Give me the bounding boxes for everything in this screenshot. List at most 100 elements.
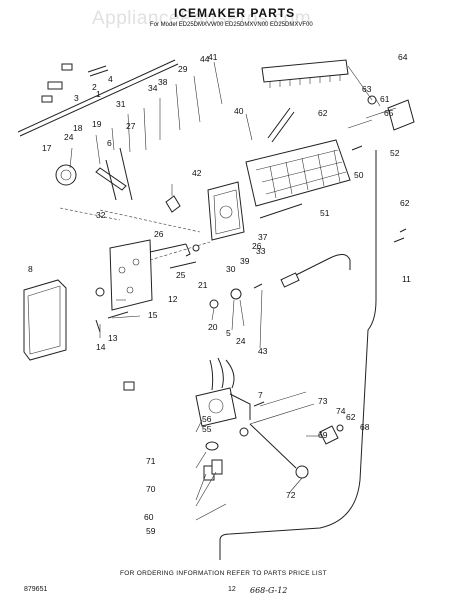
compression-nut-part <box>319 424 344 445</box>
screw-part <box>351 145 363 151</box>
callout-33: 33 <box>256 246 266 256</box>
heater-tube-part <box>289 254 351 279</box>
screw-part <box>253 401 265 407</box>
callout-32: 32 <box>96 210 106 220</box>
callout-62: 62 <box>318 108 328 118</box>
linkage-parts <box>149 243 200 269</box>
wire-harness-line <box>17 59 176 133</box>
water-tube-part <box>219 150 377 560</box>
assembly-guide-line <box>99 209 201 233</box>
callout-62: 62 <box>346 412 356 422</box>
handwritten-note: 668-G-12 <box>250 586 288 595</box>
callout-60: 60 <box>144 512 154 522</box>
callout-40: 40 <box>234 106 244 116</box>
callout-11: 11 <box>402 274 411 284</box>
page-number: 12 <box>228 586 236 593</box>
water-valve-part <box>195 357 251 427</box>
callout-72: 72 <box>286 490 296 500</box>
callout-38: 38 <box>158 77 168 87</box>
right-bracket-part <box>365 95 415 131</box>
connector-part <box>61 63 73 71</box>
callout-50: 50 <box>354 170 364 180</box>
ordering-note: FOR ORDERING INFORMATION REFER TO PARTS … <box>120 570 327 577</box>
callout-42: 42 <box>192 168 202 178</box>
callout-26: 26 <box>154 229 164 239</box>
callout-29: 29 <box>178 64 188 74</box>
callout-73: 73 <box>318 396 328 406</box>
callout-21: 21 <box>198 280 208 290</box>
callout-71: 71 <box>146 456 156 466</box>
callout-5: 5 <box>226 328 231 338</box>
ejector-part <box>267 107 291 139</box>
callout-31: 31 <box>116 99 126 109</box>
callout-7: 7 <box>258 390 263 400</box>
callout-59: 59 <box>146 526 156 536</box>
callout-64: 64 <box>398 52 408 62</box>
callout-8: 8 <box>28 264 33 274</box>
ice-mold-part <box>245 139 351 207</box>
front-cover-part <box>23 279 67 361</box>
shaft-parts <box>95 147 133 201</box>
screw-part <box>87 65 109 77</box>
strainer-parts <box>203 441 223 481</box>
connector-part <box>47 81 63 90</box>
callout-69: 69 <box>318 430 328 440</box>
callout-3: 3 <box>74 93 79 103</box>
callout-24: 24 <box>64 132 74 142</box>
watermark: AppliancePartsPros.com <box>92 8 312 29</box>
callout-34: 34 <box>148 83 158 93</box>
hardware-group <box>17 59 179 137</box>
callout-18: 18 <box>73 123 83 133</box>
callout-13: 13 <box>108 333 118 343</box>
callout-25: 25 <box>176 270 186 280</box>
callout-41: 41 <box>208 52 218 62</box>
leader-lines <box>69 61 381 521</box>
callout-61: 61 <box>380 94 390 104</box>
callout-52: 52 <box>390 148 400 158</box>
callout-70: 70 <box>146 484 156 494</box>
callout-55: 55 <box>202 424 212 434</box>
callout-56: 56 <box>202 414 212 424</box>
mounting-plate <box>109 239 153 311</box>
callout-24: 24 <box>236 336 246 346</box>
small-lower-parts <box>209 283 263 309</box>
tube-fitting-part <box>249 423 309 479</box>
fill-cup-part <box>55 164 77 186</box>
callout-4: 4 <box>108 74 113 84</box>
callout-44: 44 <box>200 54 210 64</box>
callout-65: 65 <box>384 108 394 118</box>
callout-17: 17 <box>42 143 52 153</box>
callout-30: 30 <box>226 264 236 274</box>
callout-43: 43 <box>258 346 268 356</box>
callout-51: 51 <box>320 208 330 218</box>
callout-26: 26 <box>252 241 262 251</box>
callout-12: 12 <box>168 294 178 304</box>
callout-15: 15 <box>148 310 158 320</box>
callout-1: 1 <box>96 89 101 99</box>
ejector-comb-part <box>261 59 349 88</box>
callout-20: 20 <box>208 322 218 332</box>
diagram-title: ICEMAKER PARTS <box>174 6 296 20</box>
callout-27: 27 <box>126 121 136 131</box>
callout-6: 6 <box>107 138 112 148</box>
callout-74: 74 <box>336 406 346 416</box>
connector-part <box>41 95 53 103</box>
callout-19: 19 <box>92 119 102 129</box>
callout-2: 2 <box>92 82 97 92</box>
harness-clip <box>165 184 181 213</box>
callout-68: 68 <box>360 422 370 432</box>
callout-14: 14 <box>96 342 106 352</box>
callout-39: 39 <box>240 256 250 266</box>
diagram-code: 879651 <box>24 586 48 593</box>
plate-screws <box>95 287 129 333</box>
motor-housing-part <box>207 181 245 241</box>
model-subtitle: For Model ED25DMXVW00 ED25DMXVN00 ED25DM… <box>150 22 313 28</box>
callout-37: 37 <box>258 232 268 242</box>
shut-off-arm <box>259 203 303 219</box>
callout-63: 63 <box>362 84 372 94</box>
callout-62: 62 <box>400 198 410 208</box>
connector-part <box>123 381 135 391</box>
screw-part <box>393 237 405 243</box>
